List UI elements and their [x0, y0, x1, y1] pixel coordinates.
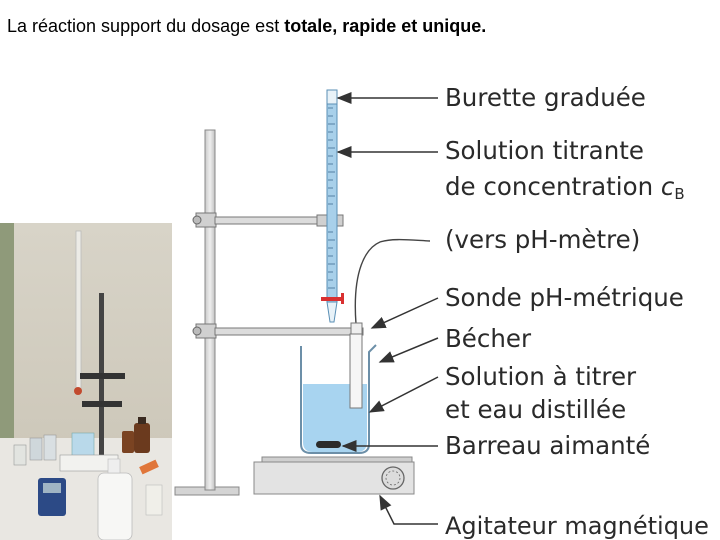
label-eau-distillee: et eau distillée: [445, 395, 627, 424]
concentration-symbol: c: [660, 172, 675, 201]
lower-clamp: [192, 323, 364, 339]
label-solution-titrer: Solution à titrer: [445, 362, 637, 391]
label-concentration: de concentration cB: [445, 172, 685, 203]
burette: [321, 89, 344, 323]
label-solution-titrante: Solution titrante: [445, 136, 644, 165]
label-vers-ph: (vers pH-mètre): [445, 225, 641, 254]
ph-probe: [349, 238, 431, 409]
upper-clamp: [192, 212, 344, 228]
page-title: La réaction support du dosage est totale…: [7, 16, 486, 37]
label-agitateur: Agitateur magnétique: [445, 512, 709, 540]
lab-setup-photo: [0, 223, 172, 540]
label-barreau: Barreau aimanté: [445, 431, 651, 460]
arrow-becher: [378, 337, 439, 363]
label-becher: Bécher: [445, 324, 532, 353]
title-emphasis: totale, rapide et unique.: [284, 16, 487, 36]
label-burette: Burette graduée: [445, 83, 646, 112]
beaker: [300, 344, 377, 454]
arrow-agitateur: [379, 494, 438, 525]
concentration-subscript: B: [674, 185, 685, 203]
title-prefix: La réaction support du dosage est: [7, 16, 285, 36]
arrow-sonde: [370, 297, 439, 329]
magnetic-stirrer: [253, 456, 415, 495]
stand-rod: [204, 129, 216, 491]
label-sonde: Sonde pH-métrique: [445, 283, 684, 312]
concentration-text: de concentration: [445, 172, 661, 201]
arrow-solution-titrer: [368, 376, 439, 413]
